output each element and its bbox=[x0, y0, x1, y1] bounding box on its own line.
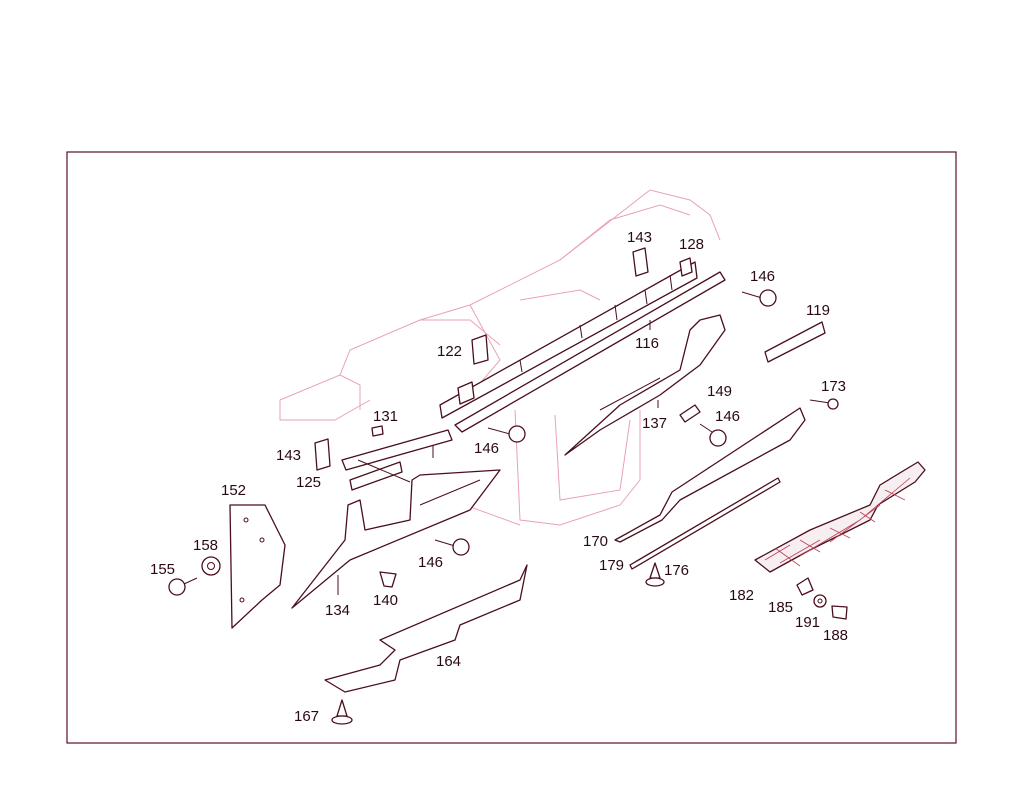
callout-185: 185 bbox=[768, 599, 793, 616]
part-155-screw bbox=[168, 577, 198, 596]
callout-146b: 146 bbox=[715, 408, 740, 425]
part-173-bolt bbox=[809, 398, 839, 410]
callout-labels: 143 128 146 119 116 122 173 149 146 131 … bbox=[150, 229, 848, 725]
part-164-lower-trim bbox=[324, 564, 528, 693]
part-146-screw-a bbox=[741, 289, 777, 307]
callout-179: 179 bbox=[599, 557, 624, 574]
callout-152: 152 bbox=[221, 482, 246, 499]
part-140-clip bbox=[379, 571, 397, 588]
callout-146d: 146 bbox=[418, 554, 443, 571]
callout-125: 125 bbox=[296, 474, 321, 491]
callout-128: 128 bbox=[679, 236, 704, 253]
part-143-clip-upper bbox=[632, 247, 649, 277]
callout-146c: 146 bbox=[474, 440, 499, 457]
diagram-frame bbox=[66, 151, 957, 744]
part-119-bracket bbox=[764, 321, 826, 363]
part-143-clip-lower bbox=[314, 438, 331, 471]
part-188-clip bbox=[831, 605, 848, 620]
callout-122: 122 bbox=[437, 343, 462, 360]
callout-137: 137 bbox=[642, 415, 667, 432]
callout-191: 191 bbox=[795, 614, 820, 631]
callout-143b: 143 bbox=[276, 447, 301, 464]
part-116-rail bbox=[454, 271, 726, 433]
part-182-trim bbox=[754, 461, 926, 573]
callout-182: 182 bbox=[729, 587, 754, 604]
part-146-screw-d bbox=[434, 538, 470, 556]
part-128-carrier bbox=[439, 257, 698, 419]
part-122-clip bbox=[471, 334, 489, 365]
leader-lines bbox=[337, 320, 659, 595]
part-146-screw-b bbox=[487, 425, 526, 443]
callout-143a: 143 bbox=[627, 229, 652, 246]
callout-134: 134 bbox=[325, 602, 350, 619]
callout-176: 176 bbox=[664, 562, 689, 579]
callout-155: 155 bbox=[150, 561, 175, 578]
part-191-washer bbox=[813, 594, 827, 608]
part-185-clip bbox=[796, 577, 814, 596]
callout-164: 164 bbox=[436, 653, 461, 670]
callout-188: 188 bbox=[823, 627, 848, 644]
part-131-screw bbox=[371, 425, 384, 437]
dashboard-ghost-outline bbox=[279, 189, 721, 526]
callout-173: 173 bbox=[821, 378, 846, 395]
callout-170: 170 bbox=[583, 533, 608, 550]
part-152-side-panel bbox=[229, 504, 286, 629]
part-179-seal bbox=[629, 477, 781, 570]
callout-140: 140 bbox=[373, 592, 398, 609]
callout-131: 131 bbox=[373, 408, 398, 425]
callout-116: 116 bbox=[635, 335, 659, 352]
part-176-push-clip bbox=[645, 562, 665, 587]
callout-146a: 146 bbox=[750, 268, 775, 285]
part-149-clip bbox=[679, 404, 701, 423]
part-146-screw-c bbox=[699, 423, 727, 447]
part-137-knee-panel bbox=[564, 314, 726, 456]
part-170-trim-strip bbox=[614, 407, 806, 543]
callout-158: 158 bbox=[193, 537, 218, 554]
callout-167: 167 bbox=[294, 708, 319, 725]
callout-119: 119 bbox=[806, 302, 830, 319]
part-134-knee-panel bbox=[291, 469, 501, 609]
part-125-bracket bbox=[341, 429, 453, 491]
part-158-washer bbox=[201, 556, 221, 576]
part-167-push-clip bbox=[331, 699, 353, 725]
callout-149: 149 bbox=[707, 383, 732, 400]
